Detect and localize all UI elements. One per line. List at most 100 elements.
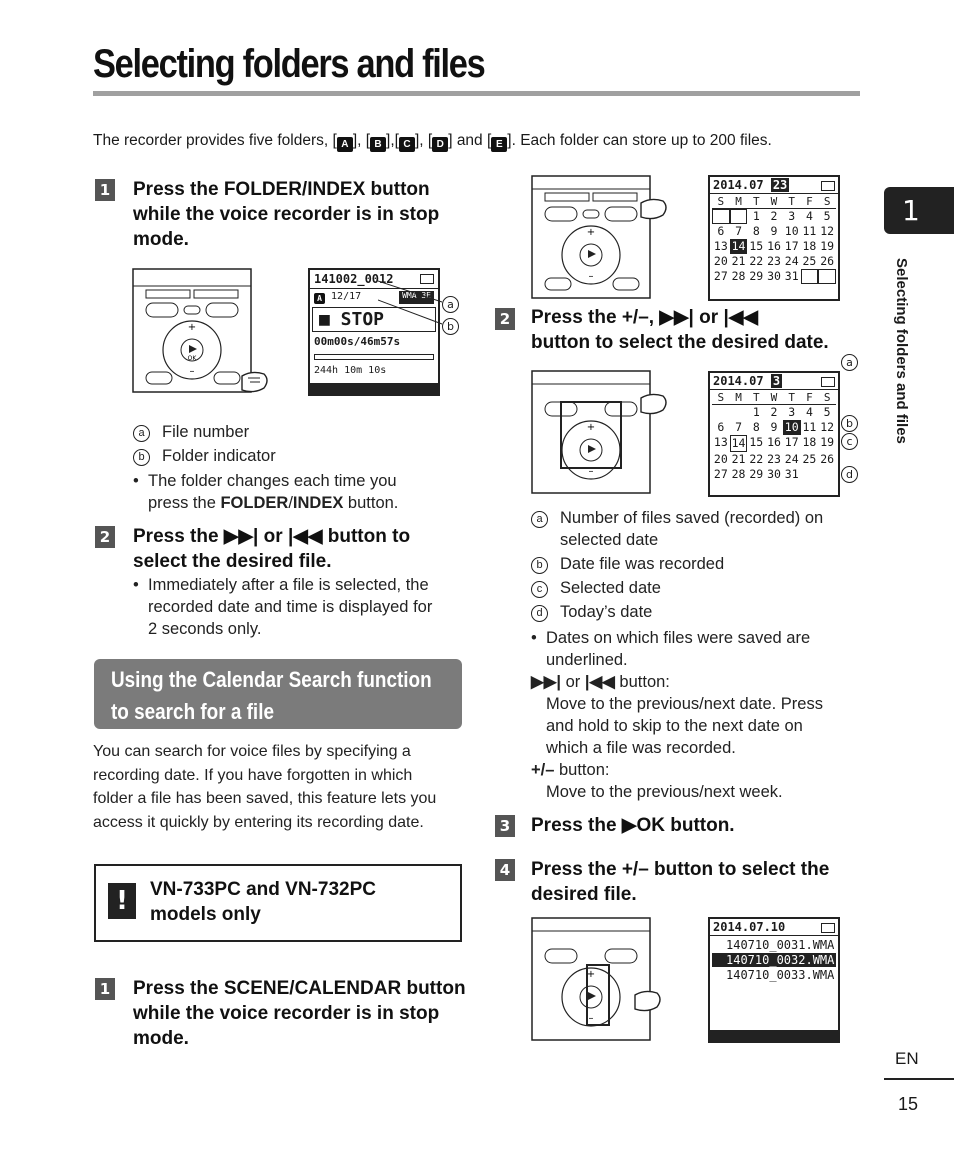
- calendar-day: 17: [784, 435, 799, 449]
- recorder-device-illustration: OK + –: [132, 268, 268, 393]
- file-list-item: 140710_0033.WMA: [726, 968, 835, 982]
- body-text: which a file was recorded.: [546, 739, 736, 757]
- calendar-day: 31: [784, 467, 799, 481]
- body-line: recording date. If you have forgotten in…: [93, 766, 413, 784]
- folder-a-icon: A: [336, 137, 353, 152]
- step-heading: Press the +/–, ▶▶| or |◀◀ button to sele…: [531, 305, 871, 355]
- calendar-day: 27: [713, 467, 728, 481]
- note-text: VN-733PC and VN-732PC models only: [150, 877, 376, 927]
- lcd-date: 2014.07.10: [713, 920, 786, 934]
- step-number: 3: [495, 815, 515, 837]
- chapter-tab: 1: [884, 187, 954, 234]
- calendar-day: [712, 405, 730, 420]
- callout-lines: [378, 280, 443, 325]
- calendar-day: 12: [820, 420, 835, 434]
- step-text: Press the +/–,: [531, 307, 660, 328]
- step-text: Press the: [133, 526, 224, 547]
- svg-text:–: –: [190, 366, 195, 377]
- calendar-day: 24: [784, 254, 799, 268]
- calendar-day: 20: [713, 254, 728, 268]
- callout-text: Selected date: [560, 579, 661, 597]
- calendar-day: [730, 405, 748, 420]
- calendar-month: 2014.07: [713, 178, 764, 192]
- calendar-day: 28: [731, 269, 746, 283]
- calendar-day: 16: [767, 435, 781, 449]
- calendar-day: 26: [820, 452, 835, 466]
- calendar-day: [818, 269, 836, 284]
- lcd-file-name: 141002_0012: [314, 272, 394, 286]
- calendar-day: 17: [784, 239, 799, 253]
- weekday-label: W: [770, 391, 778, 404]
- calendar-day: 15: [749, 435, 764, 449]
- body-line: access it quickly by entering its record…: [93, 813, 424, 831]
- svg-text:OK: OK: [188, 355, 198, 362]
- step-text: button: [365, 179, 430, 200]
- lcd-file-list: 2014.07.10 140710_0031.WMA 140710_0032.W…: [708, 917, 840, 1043]
- calendar-day: 22: [749, 452, 764, 466]
- body-line: You can search for voice files by specif…: [93, 743, 411, 760]
- body-text: Move to the previous/next week.: [546, 783, 783, 801]
- intro-sep: ],[: [386, 132, 399, 149]
- calendar-day: [818, 467, 836, 482]
- callout-mark: a: [531, 511, 548, 528]
- calendar-day: 30: [767, 269, 781, 283]
- bullet-icon: •: [133, 576, 139, 594]
- calendar-day: 18: [802, 435, 817, 449]
- section-title-line: to search for a file: [111, 699, 274, 724]
- callout-b: b: [841, 415, 858, 432]
- lcd-status-bar: [710, 1030, 838, 1041]
- callout-d: d: [841, 466, 858, 483]
- bullet-text: button.: [343, 494, 399, 512]
- calendar-day: 26: [820, 254, 835, 268]
- calendar-day: 23: [767, 254, 781, 268]
- step-text: Press the: [133, 179, 224, 200]
- bullet-text: underlined.: [546, 651, 628, 669]
- battery-icon: [420, 274, 434, 284]
- calendar-day: 4: [805, 405, 813, 419]
- step-number: 1: [95, 978, 115, 1000]
- calendar-day: 11: [802, 224, 817, 238]
- step-text: Press the +/– button to select the: [531, 859, 830, 880]
- lcd-remaining: 244h 10m 10s: [314, 365, 387, 376]
- weekday-label: F: [806, 195, 813, 208]
- calendar-day: 10: [784, 224, 799, 238]
- bullet-note: •Dates on which files were saved are und…: [531, 627, 871, 803]
- step-text: while the voice recorder is in stop: [133, 204, 440, 225]
- button-name: +/–: [531, 761, 555, 779]
- section-title: Using the Calendar Search function to se…: [111, 664, 455, 728]
- callout-mark: a: [133, 425, 150, 442]
- step-text: button to: [322, 526, 411, 547]
- step-heading: Press the SCENE/CALENDAR button while th…: [133, 976, 473, 1051]
- weekday-label: T: [788, 391, 796, 404]
- weekday-label: T: [752, 195, 760, 208]
- calendar-day: [800, 269, 819, 284]
- calendar-day: 12: [820, 224, 835, 238]
- callout-mark: b: [531, 557, 548, 574]
- weekday-label: M: [735, 195, 742, 208]
- calendar-day: 4: [805, 209, 813, 223]
- callout-text: File number: [162, 423, 250, 441]
- intro-sep: ] and [: [448, 132, 492, 149]
- footer-rule: [884, 1078, 954, 1080]
- section-body: You can search for voice files by specif…: [93, 740, 463, 834]
- svg-text:–: –: [589, 466, 594, 477]
- body-text: button:: [614, 673, 670, 691]
- step-text: Press the: [133, 978, 224, 999]
- calendar-day: 6: [717, 420, 725, 434]
- callout-mark: b: [133, 449, 150, 466]
- bullet-text: /: [288, 494, 293, 512]
- step-text: mode.: [133, 229, 189, 250]
- calendar-day: 19: [820, 435, 835, 449]
- calendar-day: 14: [729, 435, 748, 452]
